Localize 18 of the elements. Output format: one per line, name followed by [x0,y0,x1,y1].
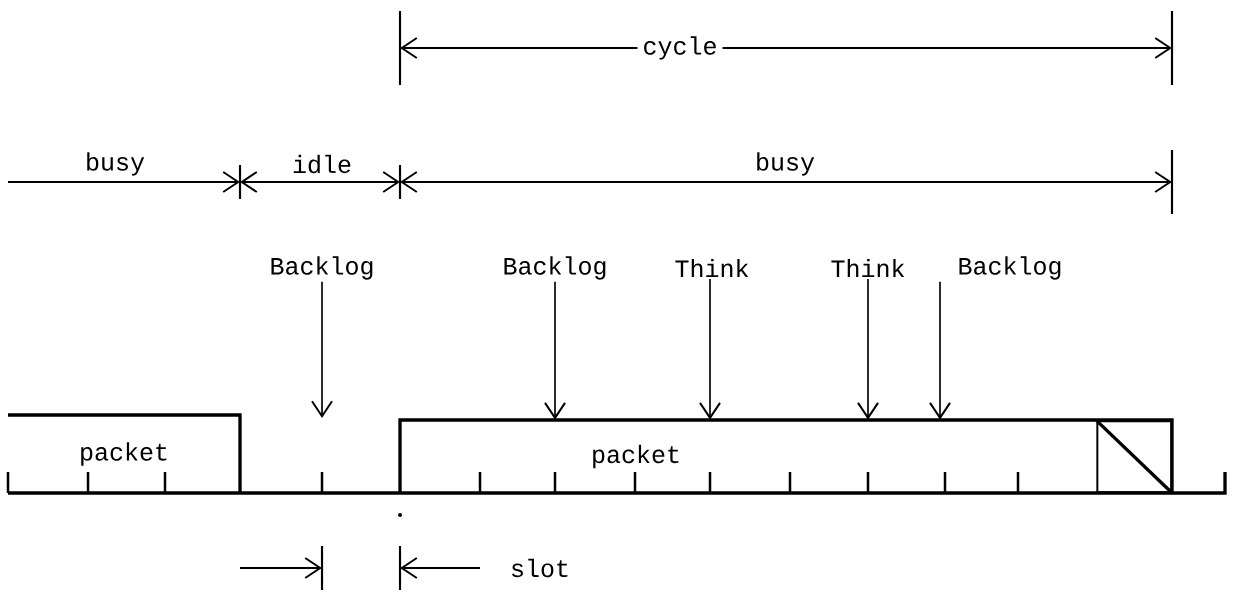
arrow [544,280,566,420]
packet-box: packet [8,413,242,493]
dimension-label: idle [293,154,351,174]
dimension-label: busy [757,152,815,176]
dimension-label: cycle [637,31,723,65]
arrow [857,278,879,420]
dimension-label: slot [512,558,568,578]
dimension-label: busy [87,152,145,176]
arrow-label: Think [831,258,905,278]
arrow-label: Think [675,258,749,278]
slashed-box [1095,419,1174,495]
arrow [699,278,721,420]
arrow-label: Backlog [959,256,1061,280]
arrow-label: Backlog [504,256,606,280]
arrow [929,280,951,420]
arrow-label: Backlog [271,256,373,280]
packet-box: packet [398,418,1174,493]
arrow [311,280,333,418]
